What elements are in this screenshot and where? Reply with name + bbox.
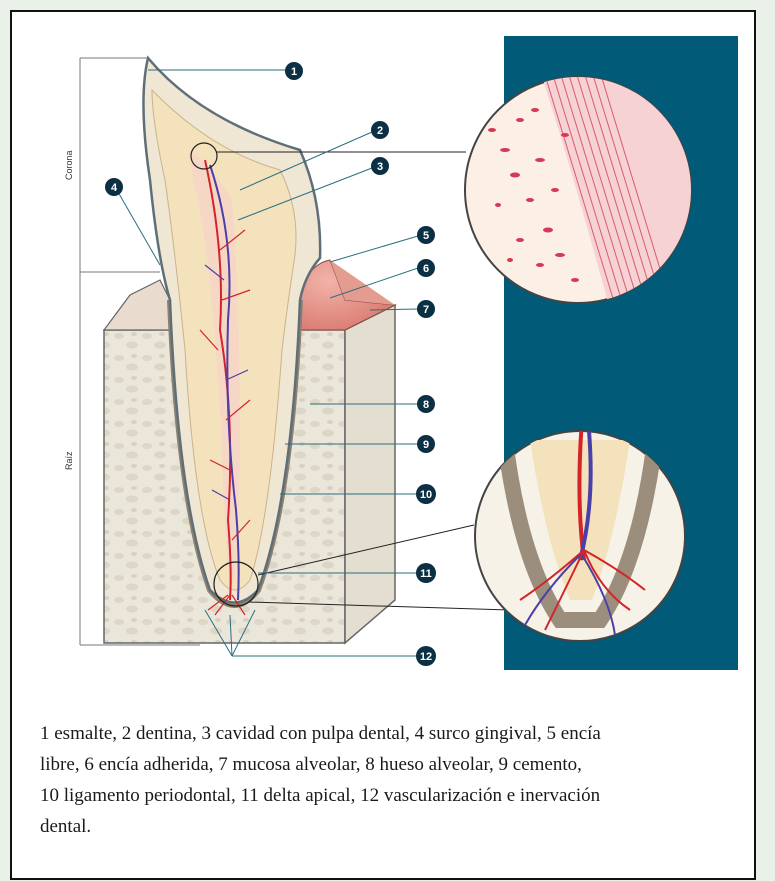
svg-text:10: 10 — [420, 489, 432, 501]
svg-text:2: 2 — [377, 125, 383, 137]
marker-1: 1 — [285, 62, 303, 80]
marker-11: 11 — [416, 563, 436, 583]
svg-text:7: 7 — [423, 304, 429, 316]
marker-4: 4 — [105, 178, 123, 196]
svg-text:6: 6 — [423, 263, 429, 275]
caption-line: dental. — [40, 811, 740, 842]
crown-side-label: Corona — [64, 150, 74, 180]
caption-line: 1 esmalte, 2 dentina, 3 cavidad con pulp… — [40, 718, 740, 749]
marker-9: 9 — [417, 435, 435, 453]
svg-text:4: 4 — [111, 182, 118, 194]
root-side-label: Raíz — [64, 451, 74, 470]
svg-text:3: 3 — [377, 161, 383, 173]
svg-text:8: 8 — [423, 399, 429, 411]
marker-2: 2 — [371, 121, 389, 139]
caption-line: libre, 6 encía adherida, 7 mucosa alveol… — [40, 749, 740, 780]
marker-10: 10 — [416, 484, 436, 504]
marker-12: 12 — [416, 646, 436, 666]
svg-text:9: 9 — [423, 439, 429, 451]
caption-line: 10 ligamento periodontal, 11 delta apica… — [40, 780, 740, 811]
svg-text:12: 12 — [420, 651, 432, 663]
marker-5: 5 — [417, 226, 435, 244]
svg-text:11: 11 — [420, 568, 432, 580]
marker-7: 7 — [417, 300, 435, 318]
marker-3: 3 — [371, 157, 389, 175]
marker-8: 8 — [417, 395, 435, 413]
svg-text:1: 1 — [291, 66, 297, 78]
marker-6: 6 — [417, 259, 435, 277]
svg-text:5: 5 — [423, 230, 429, 242]
figure-caption: 1 esmalte, 2 dentina, 3 cavidad con pulp… — [40, 718, 740, 842]
